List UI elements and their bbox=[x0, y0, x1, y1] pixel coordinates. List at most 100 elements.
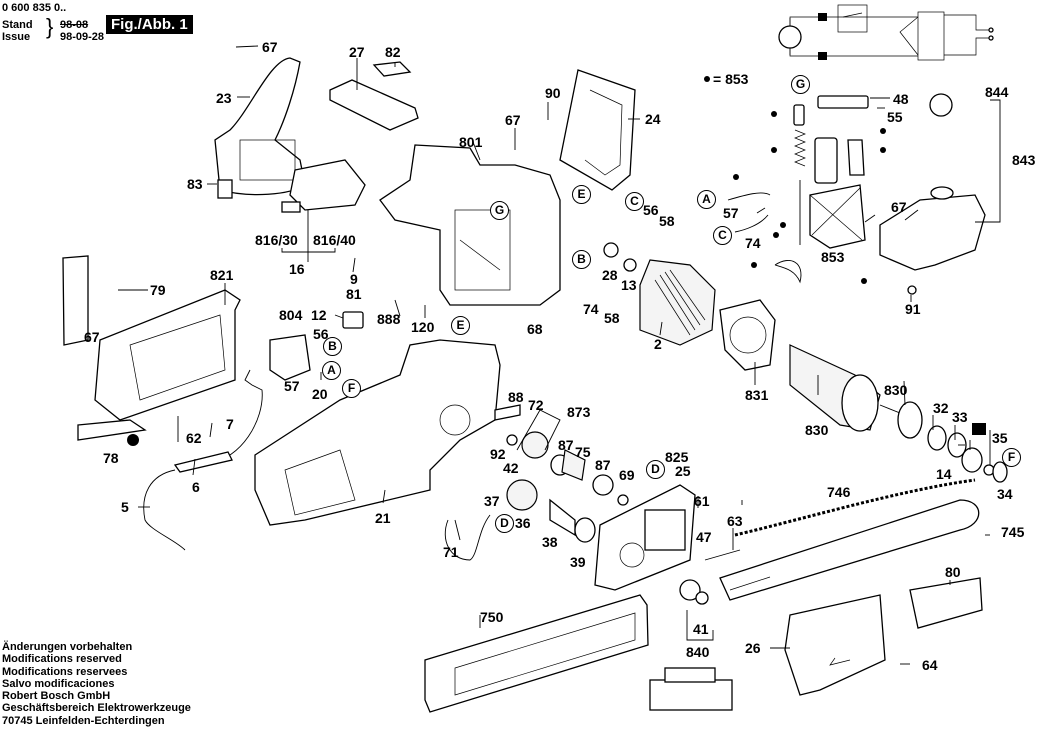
part-label: 844 bbox=[985, 84, 1009, 100]
part-label: 33 bbox=[952, 409, 968, 425]
part-label: 6 bbox=[192, 479, 200, 495]
part-label: 48 bbox=[893, 91, 909, 107]
part-label: 26 bbox=[745, 640, 761, 656]
ref-circle-d2: D bbox=[646, 460, 665, 479]
part-label: 750 bbox=[480, 609, 504, 625]
part-label: 82 bbox=[385, 44, 401, 60]
part-label: 74 bbox=[745, 235, 761, 251]
part-label: 830 bbox=[884, 382, 908, 398]
note-line: Salvo modificaciones bbox=[2, 677, 115, 690]
part-label: 9 bbox=[350, 271, 358, 287]
part-label: 840 bbox=[686, 644, 710, 660]
brace-icon: } bbox=[46, 14, 54, 39]
part-label: 24 bbox=[645, 111, 661, 127]
part-label: 64 bbox=[922, 657, 938, 673]
part-label: 120 bbox=[411, 319, 435, 335]
motor-housing-part bbox=[379, 144, 561, 306]
part-label: 5 bbox=[121, 499, 129, 515]
issue-label: Issue bbox=[2, 31, 31, 43]
part-label: 67 bbox=[262, 39, 278, 55]
legend-text: = 853 bbox=[713, 71, 749, 87]
part-label: 67 bbox=[891, 199, 907, 215]
note-line: Modifications reserved bbox=[2, 653, 122, 666]
part-label: 90 bbox=[545, 85, 561, 101]
note-line: Robert Bosch GmbH bbox=[2, 690, 111, 703]
cover-part bbox=[329, 79, 419, 131]
guide-bar-part bbox=[719, 499, 980, 601]
part-label: 801 bbox=[459, 134, 483, 150]
part-label: 74 bbox=[583, 301, 599, 317]
stand-value: 98-08 bbox=[60, 19, 89, 31]
guard-part bbox=[559, 69, 636, 191]
part-label: 7 bbox=[226, 416, 234, 432]
part-label: 36 bbox=[515, 515, 531, 531]
part-label: 27 bbox=[349, 44, 365, 60]
part-label: 21 bbox=[375, 510, 391, 526]
part-label: 745 bbox=[1001, 524, 1025, 540]
part-label: 55 bbox=[887, 109, 903, 125]
part-label: 28 bbox=[602, 267, 618, 283]
part-label: 16 bbox=[289, 261, 305, 277]
legend-dot-icon bbox=[704, 76, 710, 82]
part-label: 20 bbox=[312, 386, 328, 402]
part-label: 63 bbox=[727, 513, 743, 529]
part-label: 56 bbox=[313, 326, 329, 342]
ref-circle-b2: B bbox=[323, 337, 342, 356]
part-label: 57 bbox=[723, 205, 739, 221]
ref-circle-e2: E bbox=[451, 316, 470, 335]
part-label: 80 bbox=[945, 564, 961, 580]
part-label: 83 bbox=[187, 176, 203, 192]
ref-circle-e: E bbox=[572, 185, 591, 204]
part-label: 804 bbox=[279, 307, 303, 323]
issue-value: 98-09-28 bbox=[60, 31, 105, 43]
part-label: 57 bbox=[284, 378, 300, 394]
part-label: 88 bbox=[508, 389, 524, 405]
part-label: 746 bbox=[827, 484, 851, 500]
part-label: 13 bbox=[621, 277, 637, 293]
side-cover-part bbox=[94, 289, 241, 421]
footer-notes: Änderungen vorbehalten Modifications res… bbox=[2, 641, 191, 727]
part-label: 68 bbox=[527, 321, 543, 337]
part-label: 67 bbox=[505, 112, 521, 128]
part-label: 58 bbox=[604, 310, 620, 326]
part-label: 873 bbox=[567, 404, 591, 420]
part-label: 830 bbox=[805, 422, 829, 438]
part-label: 25 bbox=[675, 463, 691, 479]
part-label: 14 bbox=[936, 466, 952, 482]
part-label: 831 bbox=[745, 387, 769, 403]
ref-circle-c2: C bbox=[713, 226, 732, 245]
part-label: 843 bbox=[1012, 152, 1036, 168]
chain-guard-part bbox=[784, 594, 886, 696]
part-label: 32 bbox=[933, 400, 949, 416]
part-label: 71 bbox=[443, 544, 459, 560]
part-label: 41 bbox=[693, 621, 709, 637]
part-label: 825 bbox=[665, 449, 689, 465]
part-label: 12 bbox=[311, 307, 327, 323]
part-label: 35 bbox=[992, 430, 1008, 446]
part-label: 39 bbox=[570, 554, 586, 570]
note-line: Modifications reservees bbox=[2, 665, 128, 678]
part-label: 816/30 bbox=[255, 232, 298, 248]
handle-part bbox=[214, 57, 306, 196]
ref-circle-f: F bbox=[342, 379, 361, 398]
part-label: 69 bbox=[619, 467, 635, 483]
part-label: 62 bbox=[186, 430, 202, 446]
part-label: 58 bbox=[659, 213, 675, 229]
part-label: 42 bbox=[503, 460, 519, 476]
part-label: 47 bbox=[696, 529, 712, 545]
ref-circle-d: D bbox=[495, 514, 514, 533]
ref-circle-c: C bbox=[625, 192, 644, 211]
part-label: 87 bbox=[558, 437, 574, 453]
ref-circle-a2: A bbox=[322, 361, 341, 380]
note-line: 70745 Leinfelden-Echterdingen bbox=[2, 714, 165, 727]
part-label: 87 bbox=[595, 457, 611, 473]
part-label: 56 bbox=[643, 202, 659, 218]
part-label: 78 bbox=[103, 450, 119, 466]
part-label: 37 bbox=[484, 493, 500, 509]
part-label: 38 bbox=[542, 534, 558, 550]
part-label: 81 bbox=[346, 286, 362, 302]
part-label: 92 bbox=[490, 446, 506, 462]
part-label: 821 bbox=[210, 267, 234, 283]
circuit-schematic bbox=[778, 4, 994, 61]
